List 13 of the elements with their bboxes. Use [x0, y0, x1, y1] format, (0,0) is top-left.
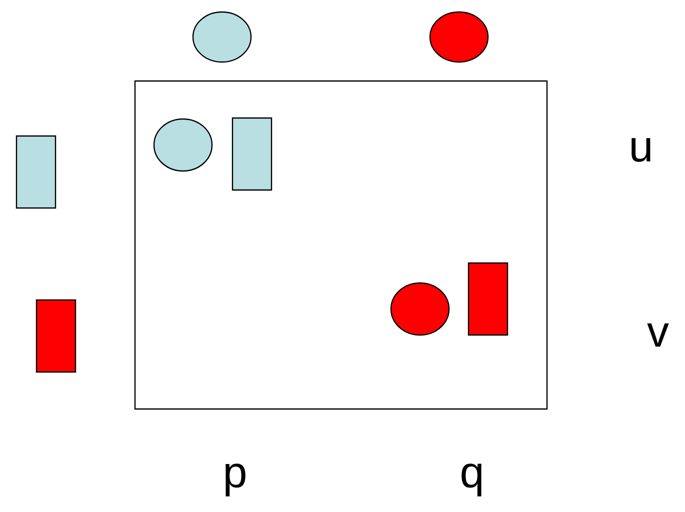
circle — [192, 11, 252, 63]
axis-letter: v — [647, 323, 669, 347]
frame-box — [134, 80, 548, 410]
rectangle — [16, 135, 56, 209]
circle — [390, 282, 450, 336]
circle — [429, 11, 489, 63]
circle — [153, 118, 213, 172]
axis-letter: u — [632, 138, 650, 162]
rectangle — [232, 117, 272, 191]
rectangle — [468, 262, 508, 336]
rectangle — [36, 299, 76, 373]
axis-letter: p — [226, 464, 246, 496]
axis-letter: q — [462, 464, 482, 496]
